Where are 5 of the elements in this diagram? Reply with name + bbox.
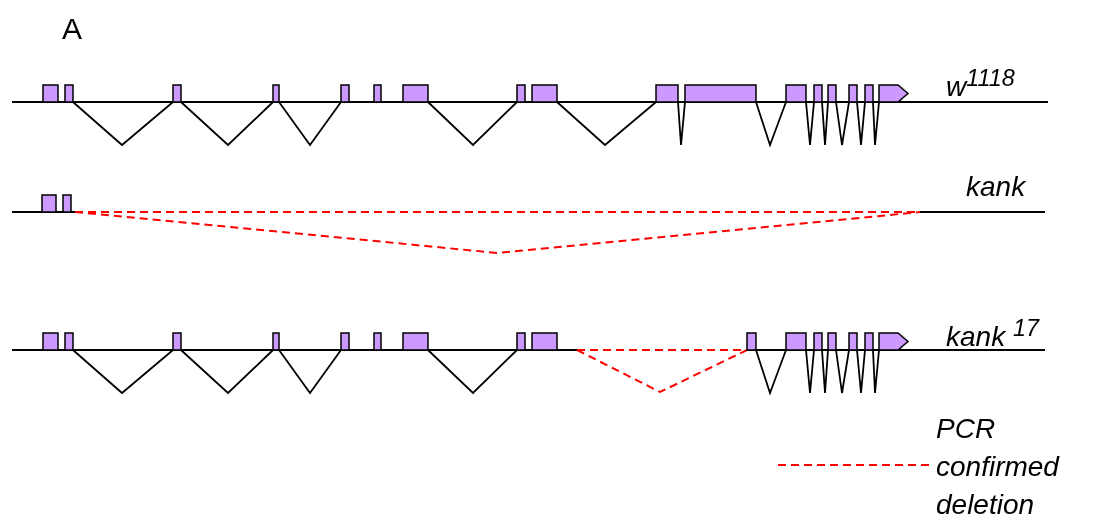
legend-text: PCR confirmed deletion [936,412,1061,518]
genotype-label: kank $^{17}$ [946,316,1039,354]
panel-letter: A [62,12,82,45]
genotype-label: kank [966,172,1026,203]
genotype-label: w$^{1118}$ [946,66,1015,104]
